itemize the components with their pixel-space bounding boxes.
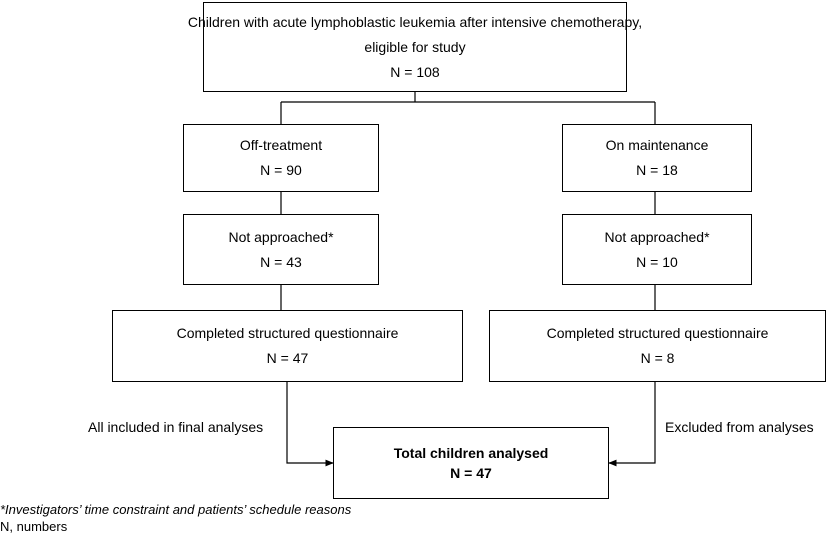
node-not-approached-off-count: N = 43 (260, 253, 302, 270)
node-completed-off-count: N = 47 (266, 350, 309, 366)
footnote-asterisk: *Investigators’ time constraint and pati… (0, 502, 352, 517)
node-not-approached-on-label: Not approached* (604, 228, 710, 245)
footnote-abbreviation: N, numbers (0, 519, 68, 534)
node-eligible-count: N = 108 (390, 63, 440, 80)
edge-label-excluded: Excluded from analyses (665, 419, 814, 435)
node-completed-off-label: Completed structured questionnaire (176, 325, 399, 341)
node-on-maintenance-count: N = 18 (636, 162, 678, 178)
node-eligible-line2: eligible for study (364, 38, 466, 55)
node-total-label: Total children analysed (393, 445, 549, 461)
node-eligible-line1: Children with acute lymphoblastic leukem… (187, 13, 643, 30)
node-not-approached-on: Not approached* N = 10 (562, 214, 752, 285)
node-eligible: Children with acute lymphoblastic leukem… (188, 2, 642, 92)
node-completed-on-label: Completed structured questionnaire (546, 325, 769, 341)
node-off-treatment-count: N = 90 (260, 162, 302, 178)
node-off-treatment: Off-treatment N = 90 (183, 124, 379, 192)
edge-label-included: All included in final analyses (88, 419, 264, 435)
node-completed-on: Completed structured questionnaire N = 8 (489, 310, 826, 382)
node-not-approached-off-label: Not approached* (228, 228, 334, 245)
node-completed-on-count: N = 8 (640, 350, 675, 366)
node-on-maintenance-label: On maintenance (605, 137, 709, 153)
node-not-approached-on-count: N = 10 (636, 253, 678, 270)
node-completed-off: Completed structured questionnaire N = 4… (112, 310, 463, 382)
node-total-count: N = 47 (450, 465, 492, 481)
node-total: Total children analysed N = 47 (333, 427, 609, 499)
node-on-maintenance: On maintenance N = 18 (562, 124, 752, 192)
node-not-approached-off: Not approached* N = 43 (183, 214, 379, 285)
node-off-treatment-label: Off-treatment (239, 137, 323, 153)
